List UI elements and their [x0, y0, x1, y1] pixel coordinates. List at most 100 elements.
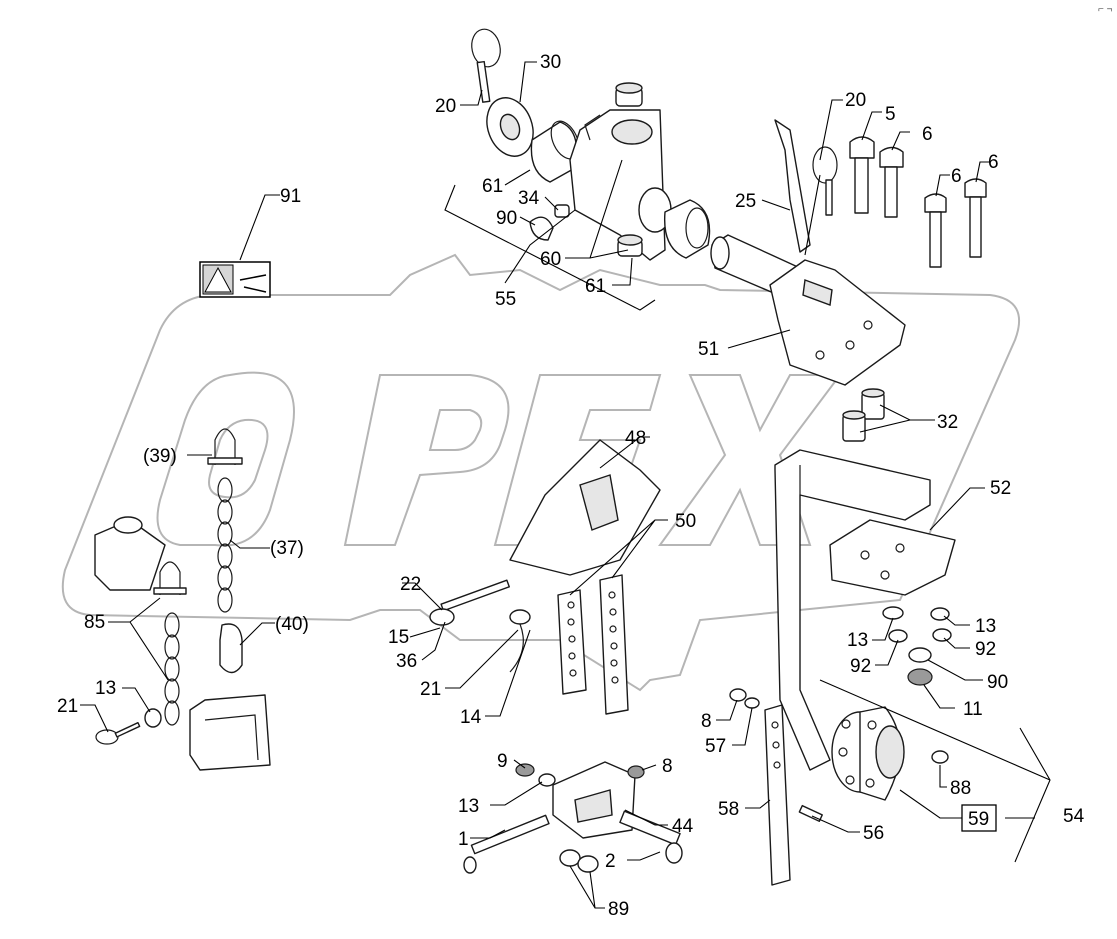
callout-1: 1	[458, 829, 469, 850]
shackle-85	[153, 561, 187, 595]
frame-bracket	[774, 449, 931, 771]
callout-89: 89	[608, 899, 629, 920]
bracket-48	[509, 439, 661, 576]
callout-61-left: 61	[482, 176, 503, 197]
grease-nipple-34	[554, 204, 570, 218]
washers-nuts-right	[882, 606, 952, 686]
callout-labels: 20 30 61 34 90 60 61 55 91 20 5 6 6 6 25…	[57, 52, 1085, 920]
chain-37	[217, 477, 233, 613]
chain-85	[164, 612, 180, 726]
strap-58	[764, 704, 791, 886]
callout-44: 44	[672, 816, 694, 837]
swivel-housing	[569, 109, 672, 261]
callout-13-left: 13	[95, 678, 116, 699]
ring-pin-20-right	[812, 146, 838, 216]
callout-6c: 6	[988, 152, 999, 173]
clip-90	[529, 216, 554, 241]
bushing-61-right	[663, 199, 711, 259]
callout-90-top: 90	[496, 208, 517, 229]
callout-85: 85	[84, 612, 105, 633]
hook-40	[219, 623, 243, 674]
callout-40: (40)	[275, 614, 309, 635]
plate-50-left	[557, 589, 587, 695]
callout-58: 58	[718, 799, 739, 820]
callout-61-bottom: 61	[585, 276, 606, 297]
washers-89	[559, 849, 599, 873]
callout-39: (39)	[143, 446, 177, 467]
callout-36: 36	[396, 651, 417, 672]
callout-57: 57	[705, 736, 726, 757]
bolt-1	[463, 814, 550, 874]
spacer-32	[842, 388, 885, 442]
pin-22	[429, 579, 510, 626]
callout-60: 60	[540, 249, 561, 270]
callout-91: 91	[280, 186, 301, 207]
warning-label-91	[199, 261, 271, 298]
callout-8-mid: 8	[662, 756, 673, 777]
callout-11: 11	[963, 699, 983, 720]
callout-56: 56	[863, 823, 884, 844]
callout-32: 32	[937, 412, 958, 433]
callout-14: 14	[460, 707, 482, 728]
bolt-2	[619, 810, 683, 864]
callout-22: 22	[400, 574, 421, 595]
callout-34: 34	[518, 188, 540, 209]
callout-25: 25	[735, 191, 756, 212]
leader-lines	[80, 61, 1051, 909]
callout-6b: 6	[951, 166, 962, 187]
callout-20-right: 20	[845, 90, 866, 111]
cap-bottom	[617, 234, 643, 257]
plate-52	[829, 519, 956, 596]
callout-92-left: 92	[850, 656, 871, 677]
callout-55: 55	[495, 289, 516, 310]
callout-box-59	[961, 804, 997, 832]
washers-57	[729, 688, 760, 709]
shackle-39	[207, 428, 243, 465]
jack-stand	[94, 516, 166, 591]
callout-59: 59	[968, 809, 989, 830]
washer-30	[486, 97, 534, 157]
plate-50-right	[599, 574, 629, 715]
callout-13-right-mid: 13	[847, 630, 868, 651]
callout-20-top: 20	[435, 96, 456, 117]
bolt-56	[798, 804, 823, 822]
callout-92-right: 92	[975, 639, 996, 660]
callout-30: 30	[540, 52, 561, 73]
callout-51: 51	[698, 339, 719, 360]
callout-37: (37)	[270, 538, 304, 559]
bolt-6b	[924, 193, 947, 268]
callout-88: 88	[950, 778, 971, 799]
callout-52: 52	[990, 478, 1011, 499]
nuts-9-13-8	[515, 763, 645, 787]
lynch-pin-14	[509, 609, 531, 673]
callout-90-right: 90	[987, 672, 1008, 693]
holder-box	[189, 694, 271, 771]
cap-top	[615, 82, 643, 107]
callout-54: 54	[1063, 806, 1085, 827]
callout-15: 15	[388, 627, 409, 648]
callout-6a: 6	[922, 124, 933, 145]
corner-mark: ⌐ ¬	[1098, 4, 1113, 15]
callout-21-left: 21	[57, 696, 78, 717]
pin-25	[774, 119, 811, 253]
bushing-61-left	[530, 120, 580, 183]
ring-21-left	[95, 721, 141, 745]
callout-50: 50	[675, 511, 696, 532]
callout-48: 48	[625, 428, 646, 449]
callout-21-mid: 21	[420, 679, 441, 700]
washer-13-left	[144, 708, 162, 728]
callout-13-mid: 13	[458, 796, 479, 817]
bolt-5	[849, 136, 875, 214]
bolt-6c	[964, 178, 987, 258]
hitch-plate-51	[769, 259, 906, 386]
callout-8-right: 8	[701, 711, 712, 732]
nut-88	[931, 750, 949, 764]
callout-9: 9	[497, 751, 508, 772]
clamp-44	[552, 761, 636, 839]
bolt-6a	[879, 146, 904, 218]
callout-5: 5	[885, 104, 896, 125]
callout-13-right-top: 13	[975, 616, 996, 637]
callout-2: 2	[605, 851, 616, 872]
ring-pin-20	[471, 28, 501, 103]
